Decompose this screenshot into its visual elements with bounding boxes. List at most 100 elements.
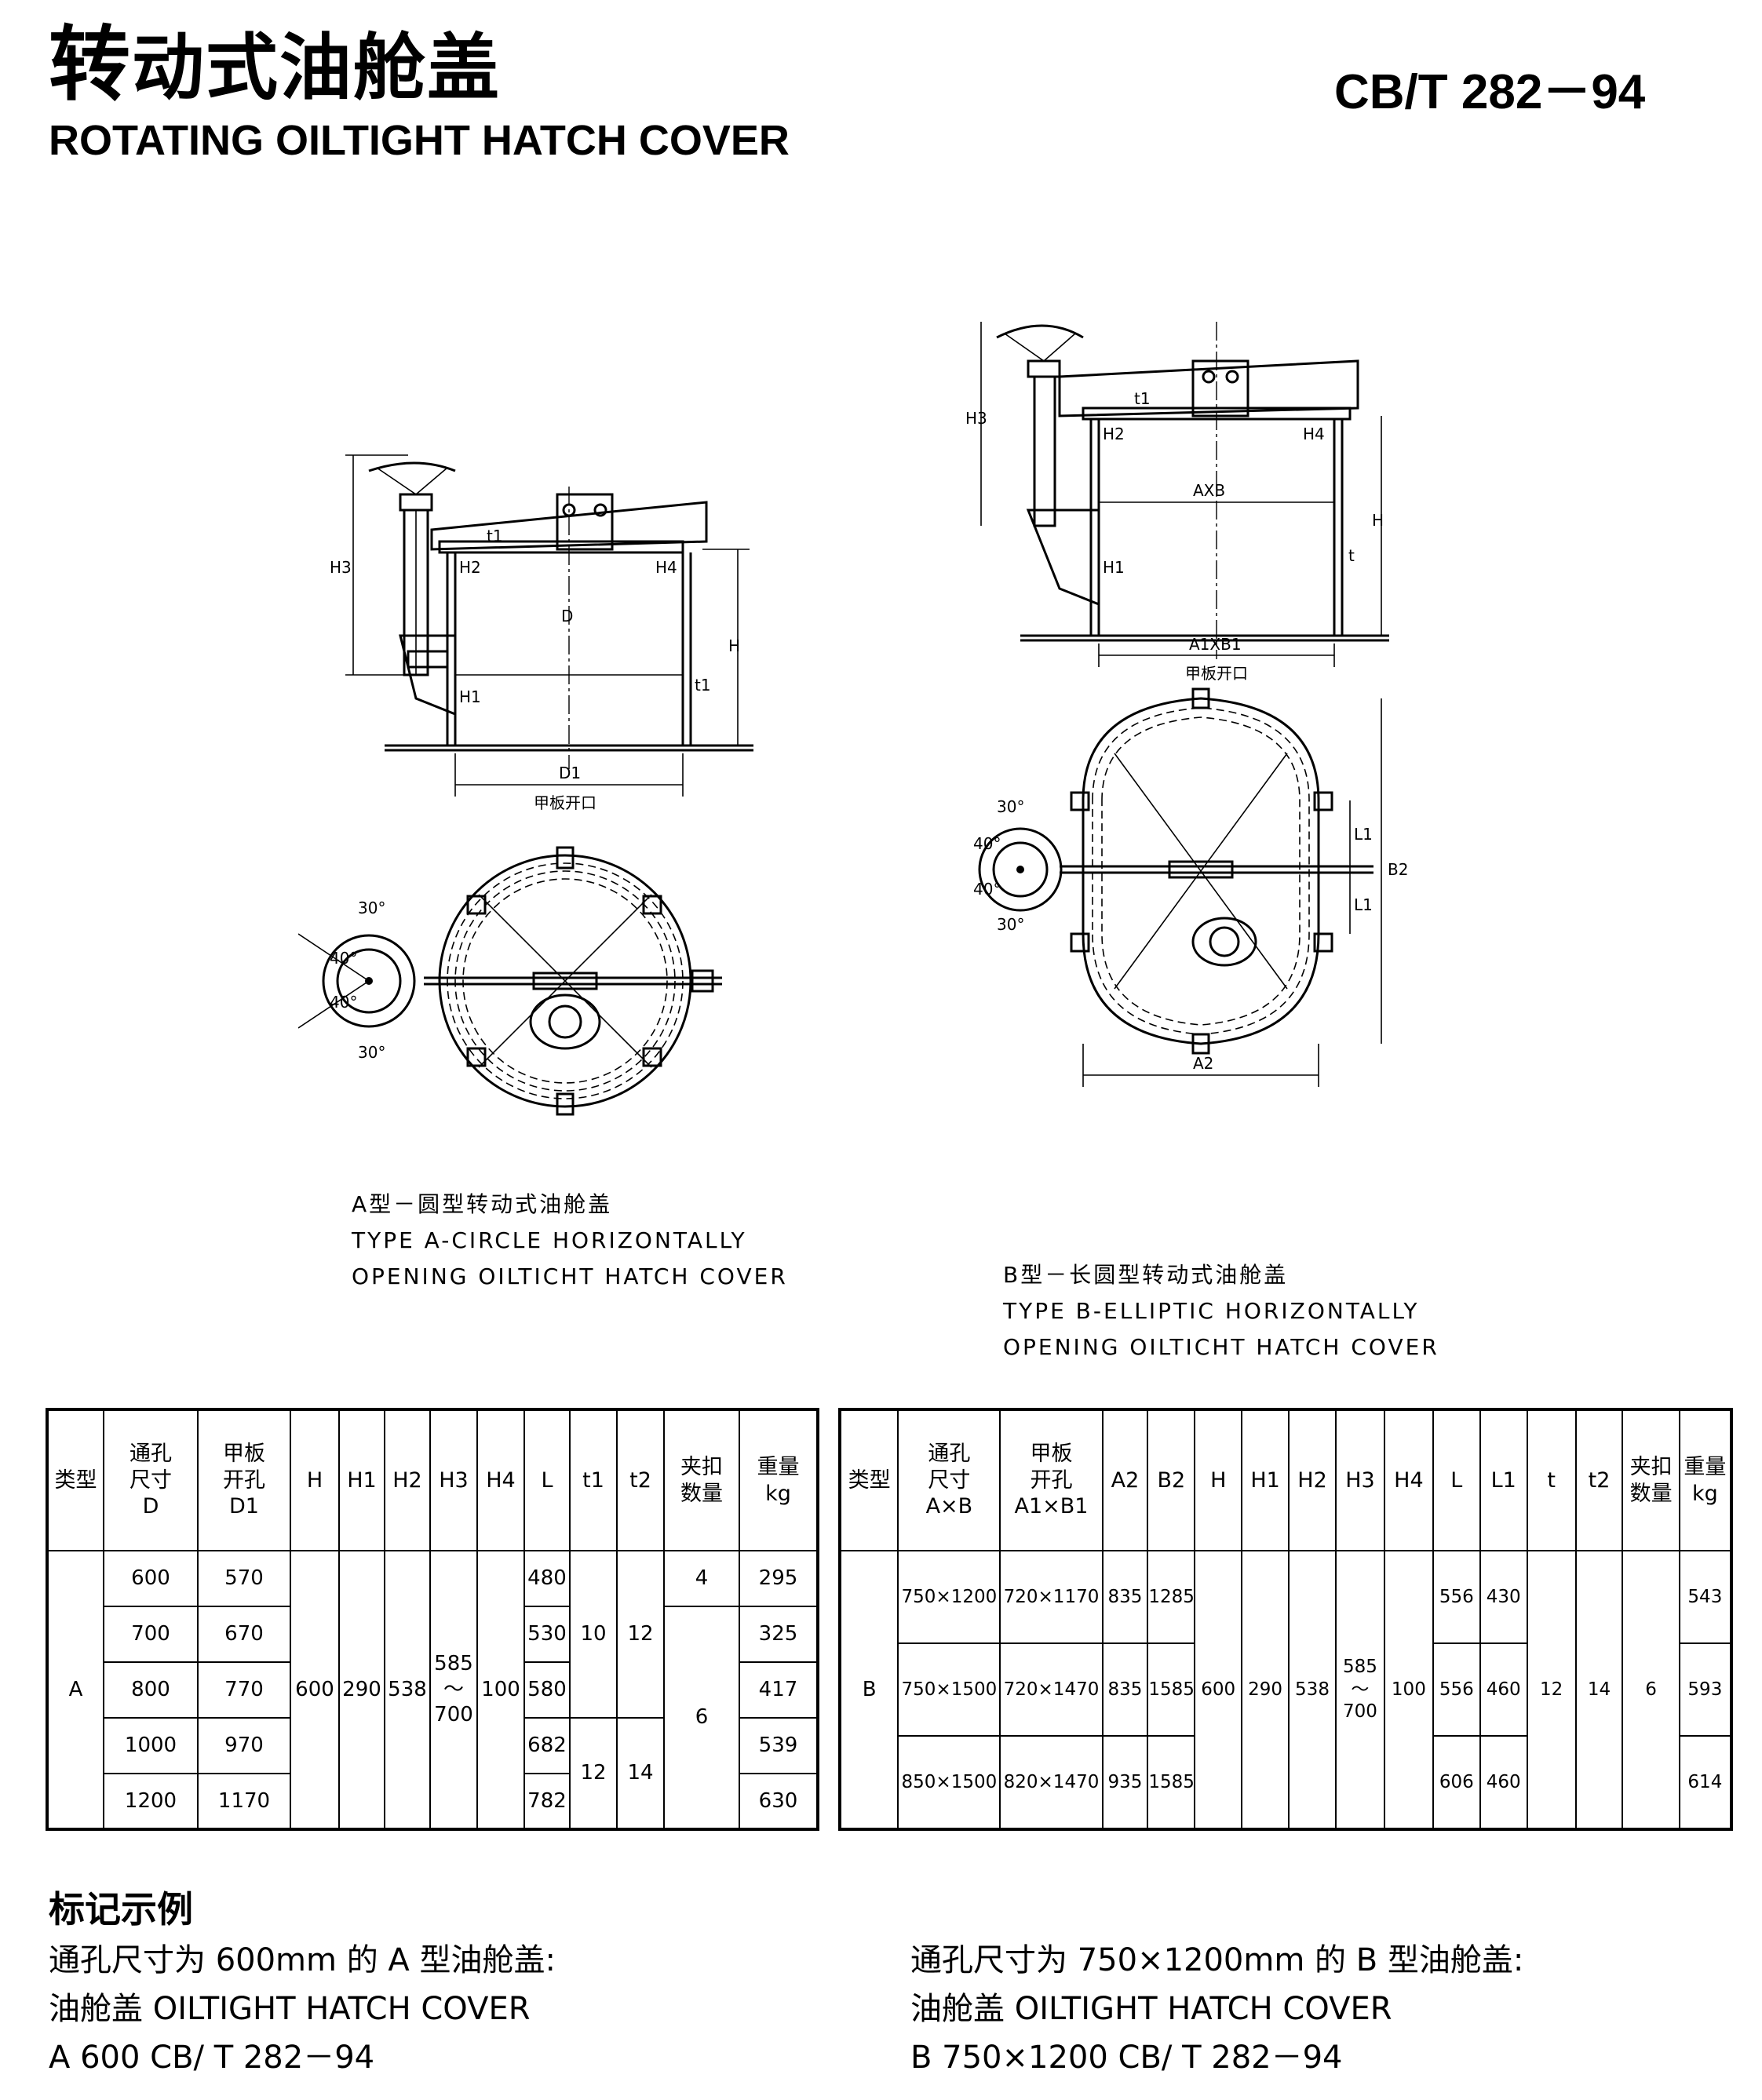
page-title-cn: 转动式油舱盖	[49, 24, 501, 105]
dim-h3: H3	[330, 558, 352, 577]
cell-d1: 770	[197, 1661, 291, 1719]
type-b-plan: 30° 40° 40° 30° L1 L1 B2 A2	[973, 687, 1408, 1087]
dim-h2: H2	[459, 558, 481, 577]
cell-l: 530	[523, 1606, 571, 1663]
dim-h1: H1	[1103, 558, 1125, 577]
th-t2: t2	[616, 1409, 665, 1551]
th-h4: H4	[476, 1409, 525, 1551]
angle-40-bottom: 40°	[973, 880, 1001, 899]
cell-h1: 290	[338, 1550, 385, 1830]
dim-a1xb1: A1XB1	[1189, 635, 1242, 654]
dim-axb: AXB	[1193, 481, 1225, 500]
th-h1: H1	[338, 1409, 385, 1551]
angle-40-top: 40°	[973, 834, 1001, 853]
dim-h: H	[728, 636, 740, 655]
cell-l: 580	[523, 1661, 571, 1719]
cell-a2: 835	[1101, 1642, 1149, 1737]
angle-30-bottom: 30°	[358, 1043, 385, 1062]
dim-h4: H4	[1303, 425, 1325, 443]
cell-d1: 570	[197, 1550, 291, 1607]
marking-right-line1: 通孔尺寸为 750×1200mm 的 B 型油舱盖:	[910, 1942, 1524, 1978]
th-h4: H4	[1383, 1409, 1434, 1551]
cell-a1b1: 720×1170	[999, 1550, 1104, 1644]
type-a-plan: 30° 40° 40° 30°	[298, 846, 722, 1116]
cell-b2: 1585	[1147, 1642, 1196, 1737]
th-l: L	[1432, 1409, 1481, 1551]
cell-kg: 593	[1678, 1642, 1733, 1737]
th-h2: H2	[1288, 1409, 1337, 1551]
dim-h3: H3	[965, 409, 987, 428]
cell-kg: 543	[1678, 1550, 1733, 1644]
marking-left-line1: 通孔尺寸为 600mm 的 A 型油舱盖:	[49, 1942, 556, 1978]
th-type: 类型	[838, 1409, 899, 1551]
cell-h3: 585～700	[429, 1550, 478, 1830]
th-t1: t1	[569, 1409, 618, 1551]
table-row: 1200 1170 782 630	[47, 1773, 819, 1830]
standard-number: CB/T 282－94	[1334, 65, 1646, 119]
cell-a1b1: 720×1470	[999, 1642, 1104, 1737]
th-t: t	[1526, 1409, 1577, 1551]
marking-right-line3: B 750×1200 CB/ T 282－94	[910, 2040, 1343, 2076]
cell-type: A	[46, 1550, 104, 1830]
cell-l1: 460	[1479, 1642, 1528, 1737]
cell-l: 782	[523, 1773, 571, 1830]
cell-axb: 850×1500	[897, 1735, 1001, 1830]
cell-clamp: 6	[1622, 1550, 1680, 1830]
type-b-elevation: H3 t1 H2 H4 AXB H H1 t A1XB1 甲板开口	[965, 322, 1389, 683]
th-t2: t2	[1574, 1409, 1624, 1551]
cell-kg: 630	[739, 1773, 819, 1830]
cell-t2: 14	[616, 1717, 665, 1830]
caption-type-a: A型－圆型转动式油舱盖 TYPE A-CIRCLE HORIZONTALLY O…	[352, 1187, 788, 1295]
type-a-elevation: H3 t1 H2 H4 D H t1 H1 D1 甲板开口	[330, 454, 753, 812]
cell-l: 556	[1432, 1550, 1481, 1644]
th-h2: H2	[384, 1409, 431, 1551]
cell-kg: 295	[739, 1550, 819, 1607]
cell-a1b1: 820×1470	[999, 1735, 1104, 1830]
cell-l1: 430	[1479, 1550, 1528, 1644]
caption-b-line3: OPENING OILTICHT HATCH COVER	[1003, 1334, 1439, 1360]
dim-a2: A2	[1193, 1054, 1213, 1073]
angle-30-top: 30°	[358, 899, 385, 917]
marking-left-line3: A 600 CB/ T 282－94	[49, 2040, 375, 2076]
cell-l: 480	[523, 1550, 571, 1607]
table-row: 750×1500 720×1470 835 1585 556 460 593	[840, 1642, 1733, 1737]
cell-h2: 538	[1288, 1550, 1337, 1830]
cell-clamp: 4	[663, 1550, 740, 1607]
table-row: 800 770 580 417	[47, 1661, 819, 1719]
dim-t1: t1	[487, 527, 503, 545]
dim-t: t	[1348, 546, 1355, 565]
title-rest: 动式油舱盖	[132, 26, 502, 110]
cell-l: 682	[523, 1717, 571, 1774]
dim-h2: H2	[1103, 425, 1125, 443]
cell-t2: 14	[1574, 1550, 1624, 1830]
dim-d: D	[561, 607, 573, 625]
page-title-en: ROTATING OILTIGHT HATCH COVER	[49, 117, 790, 164]
cell-d: 800	[103, 1661, 199, 1719]
cell-h2: 538	[384, 1550, 431, 1830]
dim-l1-bottom: L1	[1354, 895, 1373, 914]
cell-d: 700	[103, 1606, 199, 1663]
cell-clamp: 6	[663, 1606, 740, 1830]
table-row: A 600 570 600 290 538 585～700 100 480 10…	[46, 1550, 819, 1830]
th-h: H	[1194, 1409, 1243, 1551]
th-l: L	[523, 1409, 571, 1551]
caption-type-b: B型－长圆型转动式油舱盖 TYPE B-ELLIPTIC HORIZONTALL…	[1003, 1257, 1439, 1365]
cell-d: 600	[103, 1550, 199, 1607]
angle-40-bottom: 40°	[330, 993, 357, 1012]
cell-a2: 835	[1101, 1550, 1149, 1644]
caption-b-line1: B型－长圆型转动式油舱盖	[1003, 1262, 1289, 1288]
th-h3: H3	[429, 1409, 478, 1551]
marking-left-line2: 油舱盖 OILTIGHT HATCH COVER	[49, 1991, 531, 2027]
cell-kg: 539	[739, 1717, 819, 1774]
cell-d1: 1170	[197, 1773, 291, 1830]
cell-h4: 100	[476, 1550, 525, 1830]
cell-l: 556	[1432, 1642, 1481, 1737]
